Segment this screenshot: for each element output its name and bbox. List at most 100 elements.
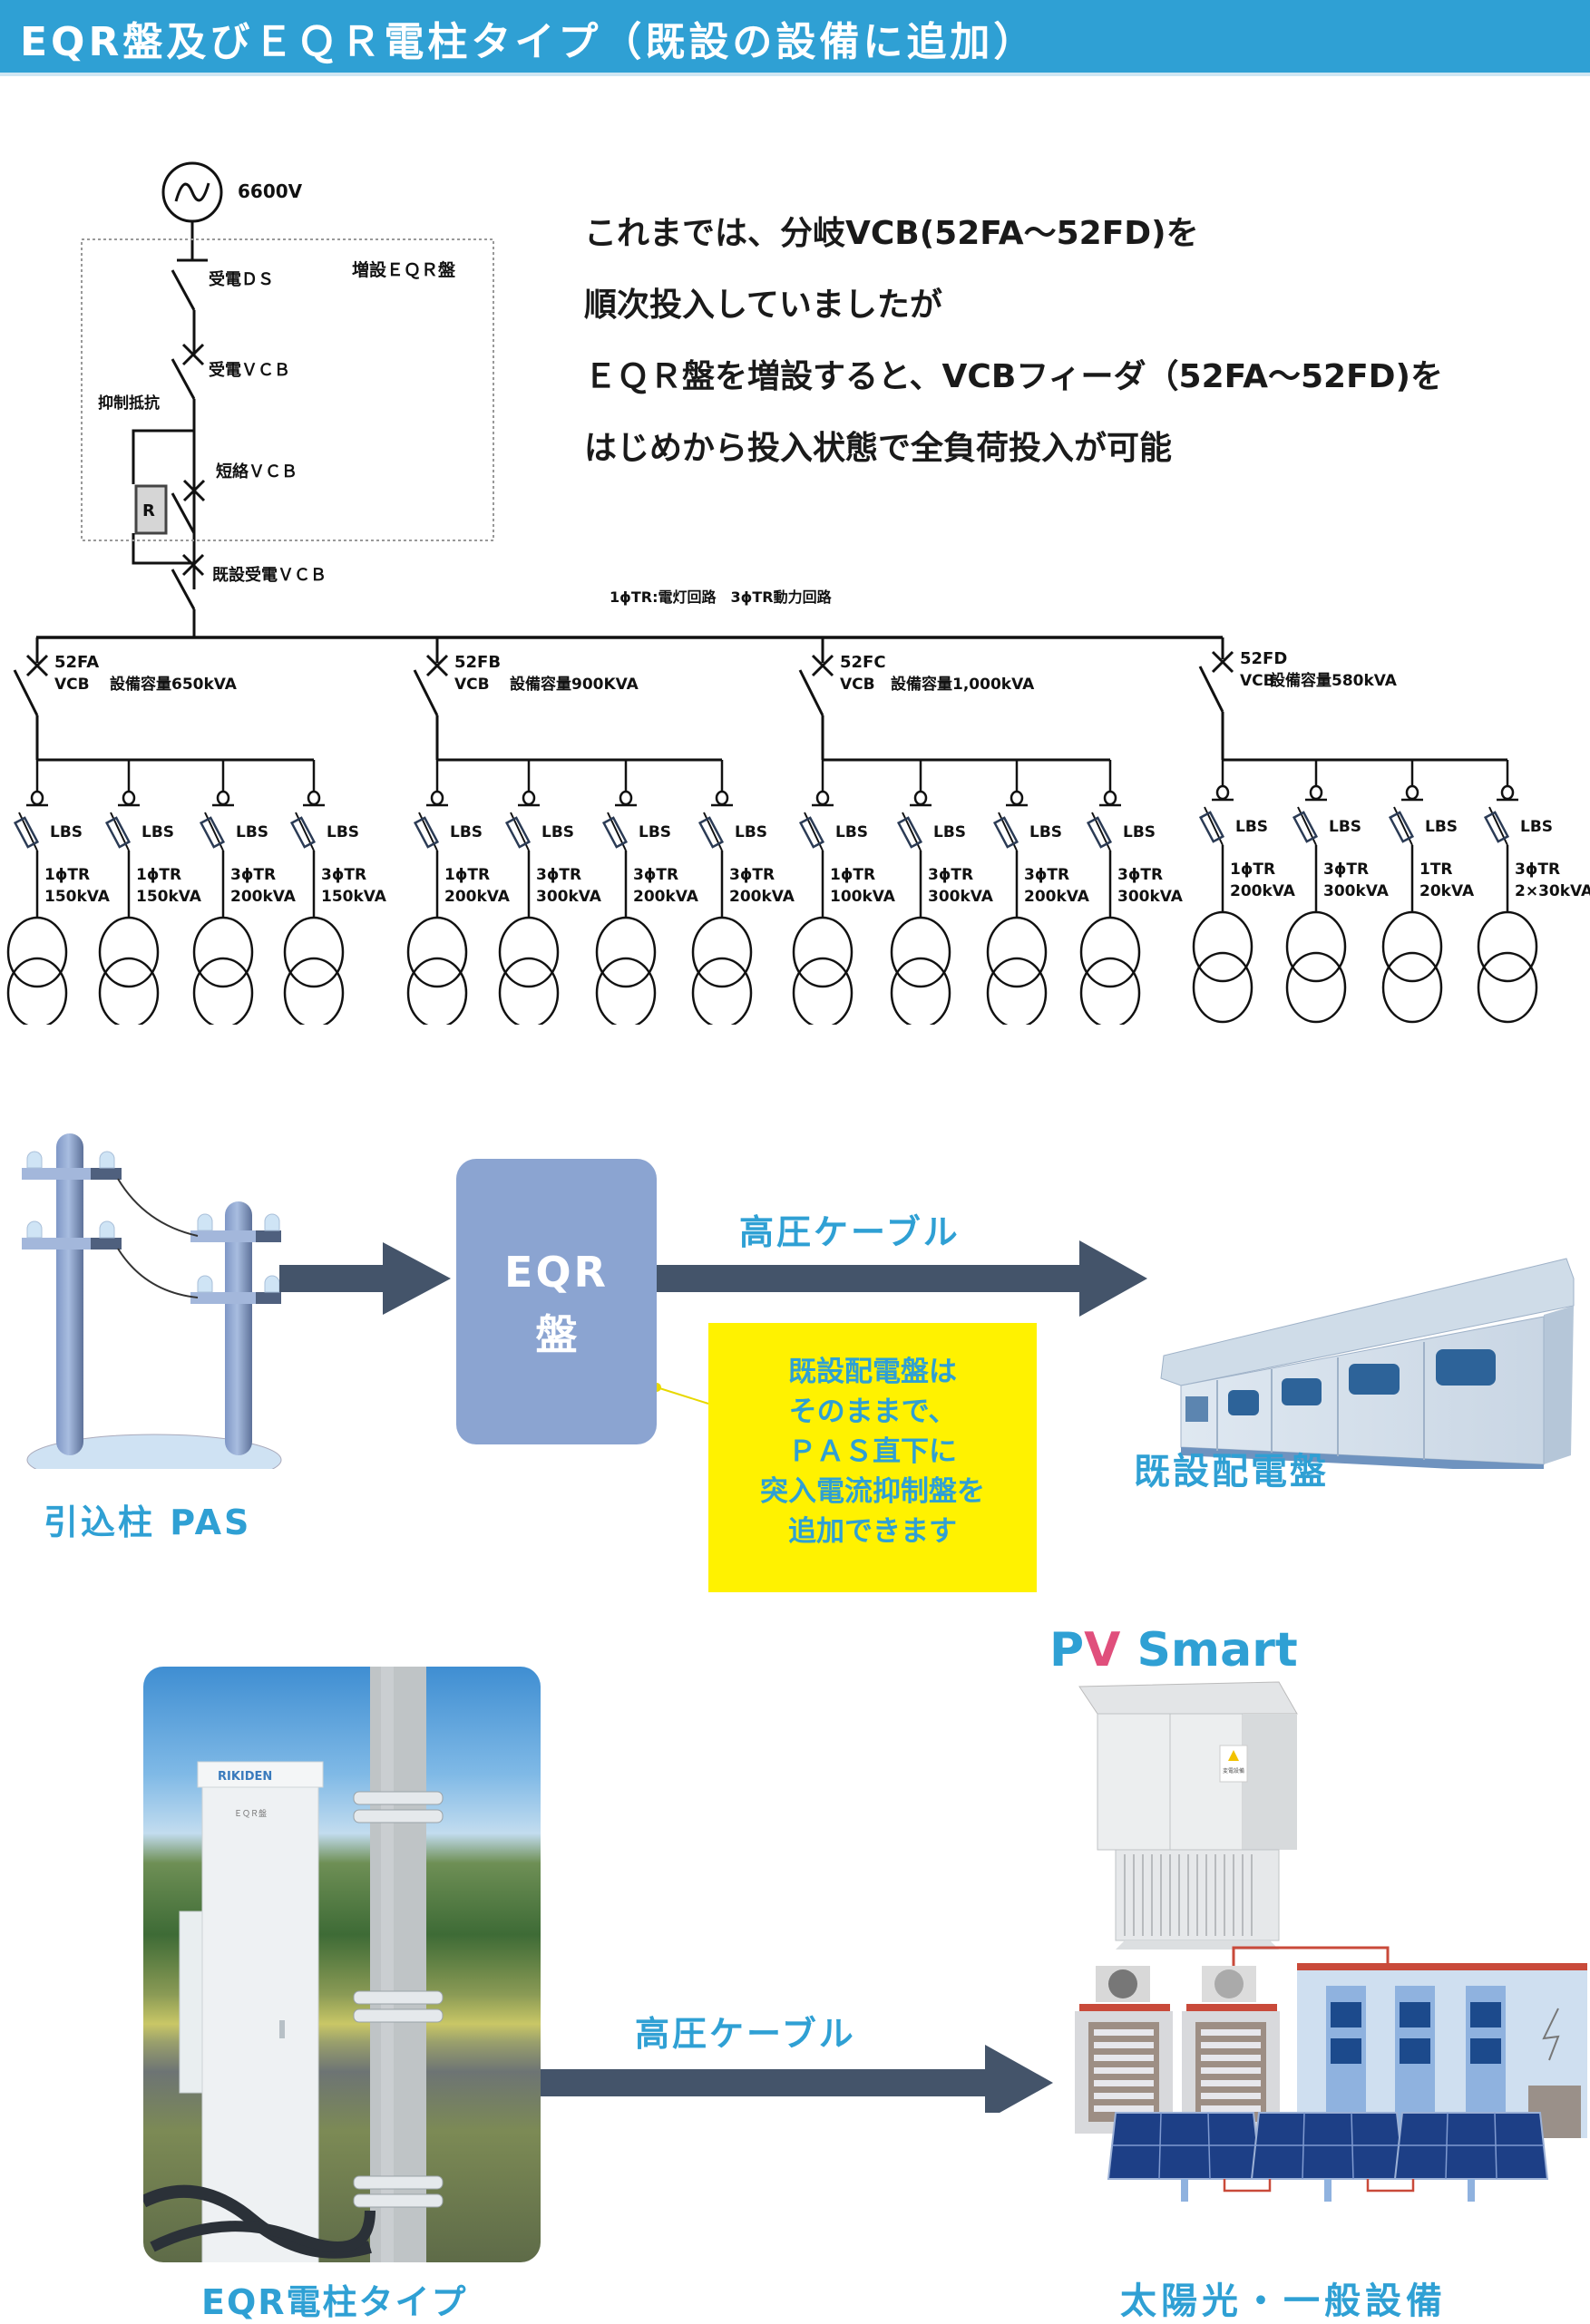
lbs-label: LBS: [141, 823, 174, 841]
tr-kva-label: 300kVA: [536, 888, 602, 906]
switchgear-icon: [1160, 1258, 1575, 1469]
panel-tag-text: ＥＱＲ盤: [234, 1808, 267, 1819]
transformer-secondary-icon: [1079, 957, 1141, 1025]
vcb-switch-blade: [798, 669, 824, 716]
transformer-secondary-icon: [192, 957, 254, 1025]
lbs-label: LBS: [327, 823, 359, 841]
ds-terminal-icon: [1215, 784, 1230, 801]
transformer-secondary-icon: [98, 957, 160, 1025]
tr-kva-label: 200kVA: [729, 888, 795, 906]
transformer-primary-icon: [192, 916, 254, 988]
tr-type-label: 1ϕTR: [136, 866, 181, 884]
transformer-secondary-icon: [406, 957, 468, 1025]
ds-terminal-icon: [1500, 784, 1515, 801]
tr-kva-label: 200kVA: [1230, 882, 1296, 900]
solar-panels-icon: [1107, 2112, 1549, 2202]
intro-line: はじめから投入状態で全負荷投入が可能: [578, 422, 1447, 472]
tr-type-label: 3ϕTR: [1024, 866, 1069, 884]
vcb-switch-blade: [1198, 666, 1224, 713]
receiving-ds-label: 受電ＤＳ: [209, 269, 274, 289]
eqr-panel-label: 増設ＥＱＲ盤: [352, 259, 456, 280]
lbs-label: LBS: [541, 823, 574, 841]
transformer-primary-icon: [1477, 910, 1538, 983]
feeder-type-label: VCB: [454, 676, 490, 694]
vcb-switch-blade: [13, 669, 39, 716]
tr-type-label: 1ϕTR: [44, 866, 90, 884]
fuse-icon: [1483, 811, 1510, 843]
intro-line: ＥＱＲ盤を増設すると、VCBフィーダ（52FA～52FD)を: [578, 350, 1455, 401]
transformer-primary-icon: [6, 916, 68, 988]
tr-kva-label: 200kVA: [230, 888, 297, 906]
intro-text-block: これまでは、分岐VCB(52FA～52FD)を 順次投入していましたが ＥＱＲ盤…: [578, 207, 1455, 493]
transformer-primary-icon: [986, 916, 1048, 988]
vcb-x-icon: [1211, 650, 1234, 674]
existing-switchgear-label: 既設配電盤: [1134, 1451, 1329, 1493]
warning-tag-text: 変電設備: [1223, 1767, 1244, 1775]
ds-terminal-icon: [430, 790, 444, 806]
eqr-pole-type-photo: RIKIDEN ＥＱＲ盤: [143, 1667, 541, 2262]
cable-label: 高圧ケーブル: [739, 1212, 961, 1252]
lbs-label: LBS: [1029, 823, 1062, 841]
ds-terminal-icon: [30, 790, 44, 806]
legend-label: 1ϕTR:電灯回路 3ϕTR動力回路: [610, 588, 833, 606]
feeder-type-label: VCB: [1240, 672, 1275, 690]
intro-line: 順次投入していましたが: [579, 278, 1447, 329]
transformer-primary-icon: [98, 916, 160, 988]
fuse-icon: [1292, 811, 1319, 843]
transformer-secondary-icon: [6, 957, 68, 1025]
transformer-secondary-icon: [986, 957, 1048, 1025]
fuse-icon: [992, 816, 1019, 849]
ds-terminal-icon: [1309, 784, 1323, 801]
note-box: 既設配電盤は そのままで、 ＰＡＳ直下に 突入電流抑制盤を 追加できます: [708, 1323, 1037, 1592]
ds-terminal-icon: [715, 790, 729, 806]
power-units-icon: [1075, 1966, 1280, 2134]
transformer-primary-icon: [283, 916, 345, 988]
ds-terminal-icon: [1405, 784, 1419, 801]
receiving-ds-switch: [171, 269, 196, 311]
eqr-pole-type-label: EQR電柱タイプ: [201, 2282, 468, 2322]
transformer-primary-icon: [1192, 910, 1253, 983]
pv-smart-facility-illustration: 変電設備: [1075, 1681, 1587, 2202]
tr-type-label: 1TR: [1419, 861, 1453, 879]
ds-terminal-icon: [913, 790, 928, 806]
resistor-symbol-label: R: [142, 501, 155, 520]
fuse-icon: [199, 816, 226, 849]
transformer-secondary-icon: [1477, 951, 1538, 1024]
ds-terminal-icon: [216, 790, 230, 806]
vcb-x-icon: [425, 654, 449, 677]
fuse-icon: [289, 816, 317, 849]
vcb-x-icon: [811, 654, 834, 677]
tr-type-label: 3ϕTR: [1323, 861, 1369, 879]
lbs-label: LBS: [1520, 818, 1553, 836]
tr-type-label: 3ϕTR: [230, 866, 276, 884]
fuse-icon: [697, 816, 725, 849]
tr-kva-label: 150kVA: [44, 888, 111, 906]
suppression-resistor-label: 抑制抵抗: [98, 394, 160, 413]
intro-line: これまでは、分岐VCB(52FA～52FD)を: [579, 207, 1447, 258]
receiving-vcb-label: 受電ＶＣＢ: [209, 360, 290, 380]
ds-terminal-icon: [815, 790, 830, 806]
existing-flow-illustration: [22, 1133, 1575, 1469]
lbs-label: LBS: [1329, 818, 1361, 836]
feeder-id-label: 52FC: [840, 653, 886, 672]
short-vcb-label: 短絡ＶＣＢ: [216, 462, 298, 481]
tr-kva-label: 300kVA: [928, 888, 994, 906]
tr-kva-label: 20kVA: [1419, 882, 1475, 900]
transformer-secondary-icon: [595, 957, 657, 1025]
ds-terminal-icon: [1103, 790, 1117, 806]
fuse-icon: [104, 816, 132, 849]
source-voltage-label: 6600V: [238, 180, 303, 202]
tr-kva-label: 200kVA: [444, 888, 511, 906]
tr-type-label: 3ϕTR: [321, 866, 366, 884]
ds-terminal-icon: [619, 790, 633, 806]
feeder-capacity-label: 設備容量1,000kVA: [891, 675, 1035, 694]
lbs-label: LBS: [1235, 818, 1268, 836]
tr-kva-label: 150kVA: [136, 888, 202, 906]
lbs-label: LBS: [450, 823, 483, 841]
resistor-icon: [134, 484, 168, 535]
fuse-icon: [504, 816, 532, 849]
transformer-primary-icon: [498, 916, 560, 988]
fuse-icon: [1388, 811, 1415, 843]
lightning-icon: [1542, 2008, 1560, 2061]
